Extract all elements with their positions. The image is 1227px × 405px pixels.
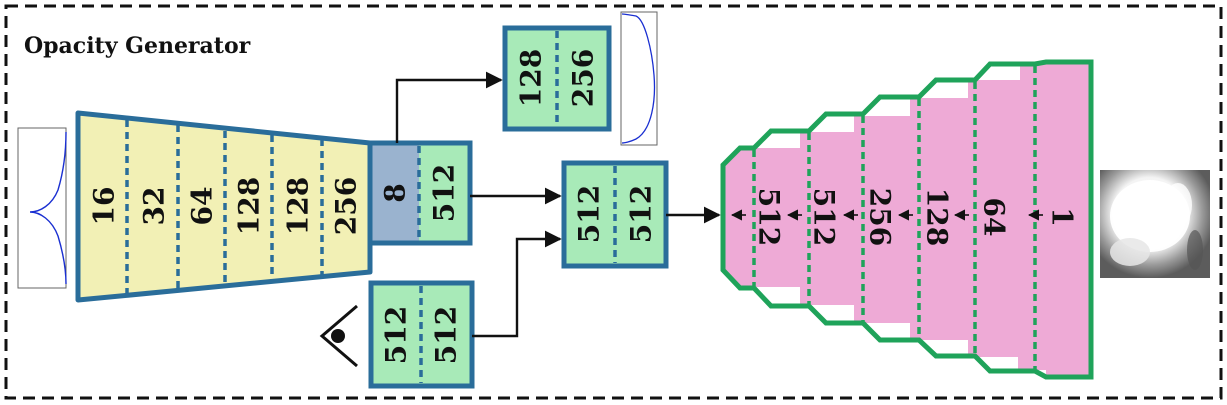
- arrow-view-to-merge: [472, 230, 562, 338]
- decoder-label-0: 512: [753, 188, 786, 246]
- encoder-label-5: 256: [330, 177, 363, 235]
- encoder-label-1: 32: [138, 187, 171, 226]
- top-branch-label-1: 256: [567, 49, 600, 107]
- merge-block: 512 512: [561, 160, 669, 269]
- latent-label-1: 512: [428, 164, 461, 222]
- decoder-label-3: 128: [921, 188, 954, 246]
- latent-block: 8 512: [367, 140, 473, 246]
- arrow-latent-to-top-branch: [395, 71, 503, 143]
- encoder-label-0: 16: [88, 187, 121, 226]
- latent-label-0: 8: [379, 183, 412, 202]
- decoder-label-4: 64: [978, 198, 1011, 237]
- gaussian-curve: [29, 131, 67, 285]
- decoder-label-5: 1: [1046, 207, 1079, 226]
- merge-label-0: 512: [573, 185, 606, 243]
- decoder-label-1: 512: [808, 188, 841, 246]
- sigmoid-curve: [621, 13, 656, 144]
- encoder-label-3: 128: [233, 177, 266, 235]
- outer-frame: [4, 4, 1223, 400]
- encoder-label-2: 64: [186, 187, 219, 226]
- top-branch-block: 128 256: [502, 25, 612, 132]
- output-transfer-function-plot: [620, 11, 658, 146]
- diagram-title: Opacity Generator: [24, 33, 251, 59]
- merge-label-1: 512: [625, 185, 658, 243]
- top-branch-label-0: 128: [515, 49, 548, 107]
- encoder-block: 16 32 64 128 128 256: [75, 110, 373, 303]
- view-block: 512 512: [368, 280, 475, 389]
- view-label-1: 512: [430, 306, 463, 364]
- input-transfer-function-plot: [17, 127, 67, 289]
- decoder-label-2: 256: [864, 188, 897, 246]
- connector-arrows: [395, 71, 721, 338]
- eye-icon: [319, 304, 358, 368]
- decoder-block: 512 512 256 128 64 1: [720, 59, 1094, 380]
- rendered-opacity-image: [1100, 170, 1210, 278]
- encoder-label-4: 128: [282, 177, 315, 235]
- view-label-0: 512: [380, 306, 413, 364]
